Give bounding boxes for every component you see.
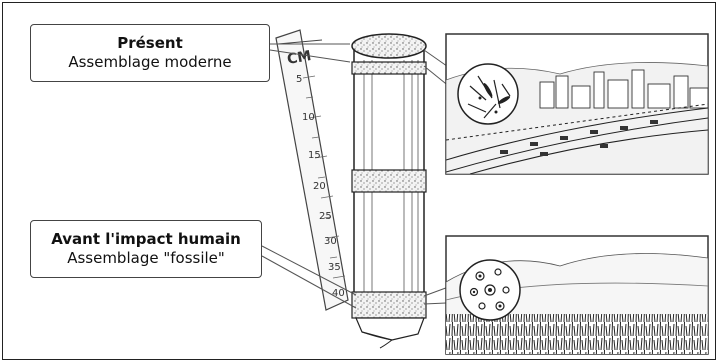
ruler-tick-label: 25	[319, 211, 332, 222]
past-title: Avant l'impact humain	[31, 230, 261, 249]
modern-landscape-illustration	[446, 34, 708, 174]
past-label-box: Avant l'impact humain Assemblage "fossil…	[30, 220, 262, 278]
sediment-core	[352, 34, 426, 348]
ruler-tick-label: 35	[328, 262, 341, 273]
ruler-tick-label: 30	[324, 236, 337, 247]
ruler-tick-label: 5	[296, 74, 302, 85]
measuring-ruler: CM 5 10 15 20 25 30 35 40	[276, 30, 348, 310]
ruler-tick-label: 15	[308, 150, 321, 161]
present-title: Présent	[31, 34, 269, 53]
present-subtitle: Assemblage moderne	[31, 53, 269, 72]
present-label-box: Présent Assemblage moderne	[30, 24, 270, 82]
ruler-unit: CM	[286, 48, 313, 68]
pre-human-landscape-illustration	[446, 236, 708, 354]
past-subtitle: Assemblage "fossile"	[31, 249, 261, 268]
ruler-tick-label: 10	[302, 112, 315, 123]
ruler-tick-label: 20	[313, 181, 326, 192]
ruler-tick-label: 40	[332, 288, 345, 299]
